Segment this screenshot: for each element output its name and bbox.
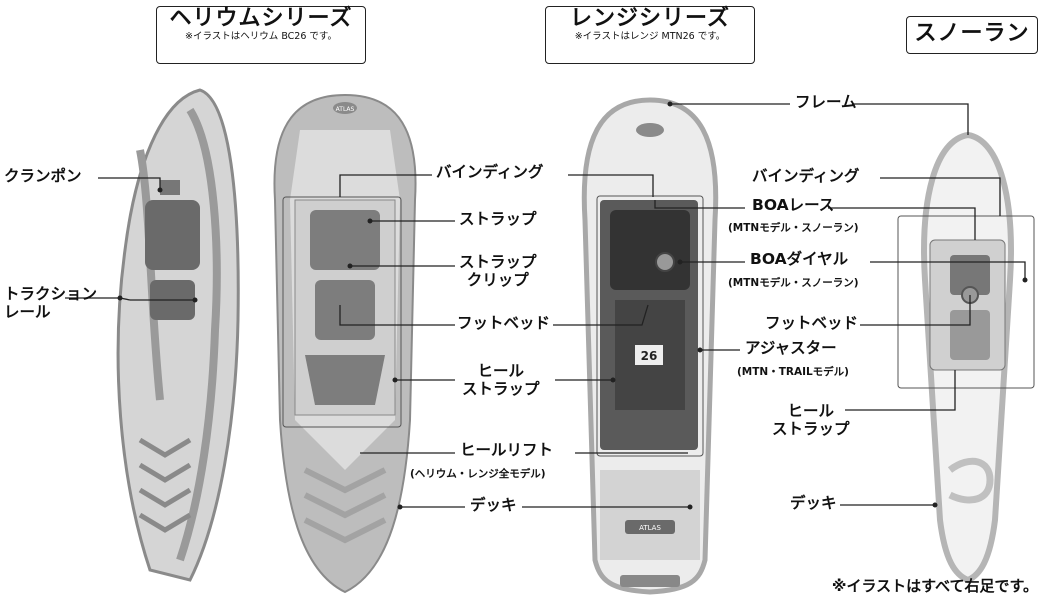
label-deck-right: デッキ [790, 494, 837, 512]
label-strap: ストラップ [459, 210, 537, 228]
label-boa-dial-note: (MTNモデル・スノーラン) [728, 277, 859, 289]
footnote: ※イラストはすべて右足です。 [831, 577, 1038, 595]
label-heel-strap-center-line1: ヒール [477, 362, 525, 380]
label-traction-rail-line1: トラクション [4, 285, 98, 303]
label-binding-right: バインディング [752, 167, 860, 185]
range-brand-text: ATLAS [639, 524, 661, 532]
snowrun-binding-bracket [897, 215, 1035, 389]
range-series-title: レンジシリーズ [570, 6, 730, 31]
label-boa-lace-note: (MTNモデル・スノーラン) [728, 222, 859, 234]
label-binding-center: バインディング [436, 163, 544, 181]
range-series-note: ※イラストはレンジ MTN26 です。 [574, 31, 726, 43]
leader-dots [117, 101, 1028, 510]
range-series-header: レンジシリーズ ※イラストはレンジ MTN26 です。 [545, 6, 755, 64]
label-heel-strap-center: ヒール ストラップ [462, 362, 540, 399]
label-strap-clip-line1: ストラップ [459, 253, 537, 271]
label-heel-strap-right: ヒール ストラップ [772, 402, 850, 439]
label-adjuster-note: (MTN・TRAILモデル) [737, 366, 849, 378]
label-boa-dial: BOAダイヤル [750, 250, 849, 268]
label-heel-strap-center-line2: ストラップ [462, 379, 540, 398]
snowrun-top-view [897, 131, 1035, 584]
label-traction-rail-line2: レール [4, 302, 51, 321]
helium-binding-bracket [282, 196, 402, 428]
label-heel-strap-right-line1: ヒール [787, 402, 835, 420]
label-boa-lace: BOAレース [752, 196, 835, 214]
range-size-text: 26 [641, 349, 658, 363]
snowrun-series-header: スノーラン [906, 16, 1038, 54]
helium-side-view [116, 88, 240, 582]
helium-brand-text: ATLAS [336, 106, 355, 113]
snowrun-series-title: スノーラン [914, 21, 1030, 46]
label-heel-strap-right-line2: ストラップ [772, 419, 850, 438]
label-crampon: クランポン [4, 167, 82, 185]
helium-series-note: ※イラストはヘリウム BC26 です。 [185, 31, 337, 43]
helium-series-title: ヘリウムシリーズ [169, 6, 353, 31]
label-deck-center: デッキ [470, 496, 517, 514]
helium-top-view: ATLAS [273, 93, 417, 594]
label-adjuster: アジャスター [745, 339, 837, 357]
label-heel-lift: ヒールリフト [460, 441, 554, 459]
helium-series-header: ヘリウムシリーズ ※イラストはヘリウム BC26 です。 [156, 6, 366, 64]
label-frame: フレーム [795, 93, 857, 111]
range-top-view: 26 ATLAS [581, 97, 719, 595]
range-binding-bracket [596, 195, 704, 457]
label-footbed-right: フットベッド [765, 314, 859, 332]
label-heel-lift-note: (ヘリウム・レンジ全モデル) [410, 468, 546, 480]
label-traction-rail: トラクション レール [4, 285, 98, 322]
leader-lines [65, 103, 1026, 508]
label-footbed-center: フットベッド [457, 314, 551, 332]
label-strap-clip: ストラップ クリップ [459, 253, 537, 290]
label-strap-clip-line2: クリップ [466, 270, 529, 289]
